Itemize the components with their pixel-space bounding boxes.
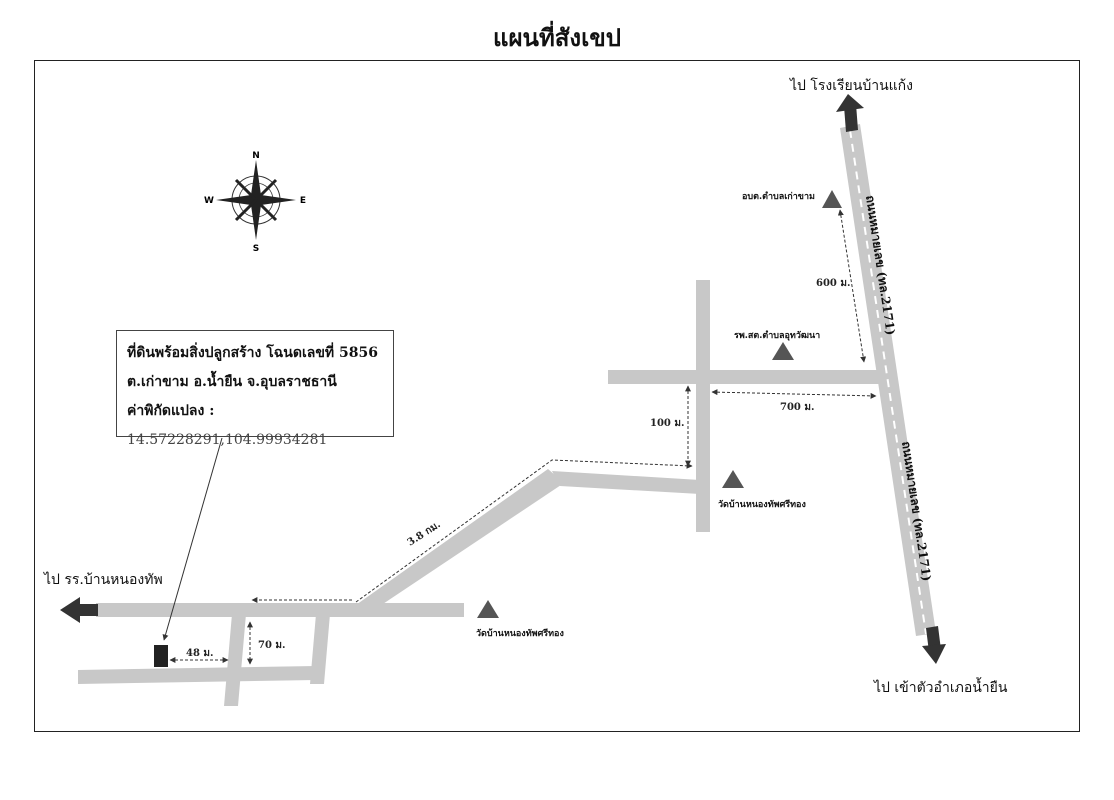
arrow-north-icon <box>836 94 864 132</box>
property-plot-icon <box>154 645 168 667</box>
temple-2-landmark-icon <box>477 600 499 618</box>
temple-2-label: วัดบ้านหนองทัพศรีทอง <box>476 628 564 639</box>
coord-value: 14.57228291,104.99934281 <box>127 432 328 448</box>
dist-3-8km-label: 3.8 กม. <box>406 519 443 548</box>
tambon-office-landmark-icon <box>822 190 842 208</box>
arrow-west-icon <box>60 597 98 623</box>
dist-600-label: 600 ม. <box>816 278 850 289</box>
road-diagonal-main <box>346 469 564 614</box>
road-lower-west <box>78 666 316 684</box>
dim-700 <box>711 389 877 399</box>
road-main-west <box>96 603 464 617</box>
compass-n: N <box>252 151 260 161</box>
property-info-box: ที่ดินพร้อมสิ่งปลูกสร้าง โฉนดเลขที่ 5856… <box>116 330 394 448</box>
dist-70-label: 70 ม. <box>258 640 285 651</box>
property-info-line2: ต.เก่าขาม อ.น้ำยืน จ.อุบลราชธานี <box>127 374 337 390</box>
dim-600 <box>837 209 867 363</box>
road-east-west-upper <box>608 370 882 384</box>
compass-e: E <box>300 196 306 206</box>
hospital-label: รพ.สต.ตำบลอุทวัฒนา <box>734 330 820 341</box>
temple-1-label: วัดบ้านหนองทัพศรีทอง <box>718 499 806 510</box>
dist-700-label: 700 ม. <box>780 402 814 413</box>
road-north-south-upper <box>696 280 710 532</box>
map-frame <box>34 60 1080 732</box>
dist-100-label: 100 ม. <box>650 418 684 429</box>
compass-w: W <box>204 196 214 206</box>
map-title: แผนที่สังเขป <box>493 23 621 52</box>
arrow-south-icon <box>922 626 946 664</box>
road-south-long <box>224 614 246 706</box>
dest-top-label: ไป โรงเรียนบ้านแก้ง <box>789 77 913 94</box>
compass-s: S <box>253 244 259 254</box>
tambon-office-label: อบต.ตำบลเก่าขาม <box>742 191 815 202</box>
pointer-line <box>162 437 223 641</box>
dest-bottom-label: ไป เข้าตัวอำเภอน้ำยืน <box>873 677 1008 696</box>
hospital-landmark-icon <box>772 342 794 360</box>
property-coordinates: ค่าพิกัดแปลง : 14.57228291,104.99934281 <box>127 397 383 455</box>
temple-1-landmark-icon <box>722 470 744 488</box>
dist-48-label: 48 ม. <box>186 648 213 659</box>
road-connector-branch <box>552 471 700 494</box>
dim-3-8km <box>355 459 693 603</box>
property-info-line1: ที่ดินพร้อมสิ่งปลูกสร้าง โฉนดเลขที่ 5856 <box>127 345 378 361</box>
dest-left-label: ไป รร.บ้านหนองทัพ <box>43 571 163 588</box>
compass-rose-icon: N S E W <box>204 151 306 254</box>
coord-label: ค่าพิกัดแปลง : <box>127 403 215 419</box>
